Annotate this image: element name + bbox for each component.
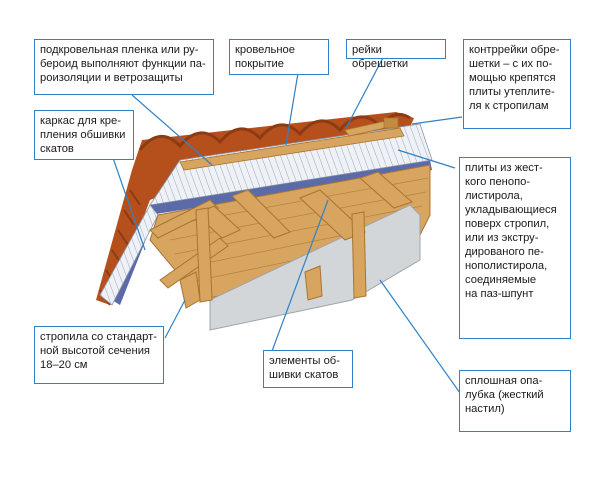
cladding-frame bbox=[179, 207, 367, 309]
callout-membrane: подкровельная пленка или ру- бероид выпо… bbox=[34, 39, 214, 95]
callout-roofing: кровельное покрытие bbox=[229, 39, 329, 75]
callout-insulation: плиты из жест- кого пенопо- листирола, у… bbox=[459, 157, 571, 339]
callout-rafters: стропила со стандарт- ной высотой сечени… bbox=[34, 326, 164, 384]
callout-frame: каркас для кре- пления обшивки скатов bbox=[34, 110, 134, 160]
counter-battens bbox=[179, 117, 405, 171]
callout-decking: сплошная опа- лубка (жесткий настил) bbox=[459, 370, 571, 432]
callout-counter-battens: контррейки обре- шетки – с их по- мощью … bbox=[463, 39, 571, 129]
callout-battens: рейки обрешетки bbox=[346, 39, 446, 70]
callout-cladding: элементы об- шивки скатов bbox=[263, 350, 353, 388]
insulation-boards bbox=[99, 123, 433, 306]
